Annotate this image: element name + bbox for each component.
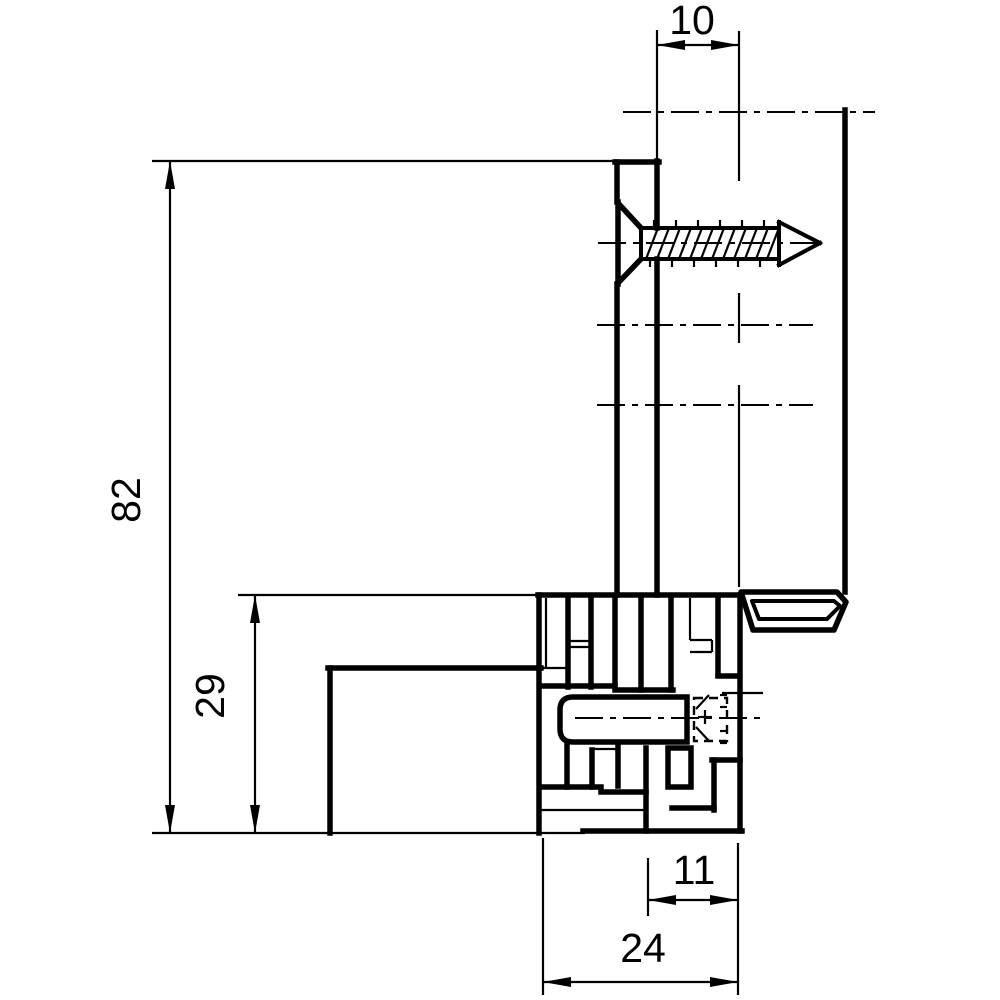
dimension-24: 24 xyxy=(541,838,738,995)
frame-profile xyxy=(612,107,848,598)
dimension-10-label: 10 xyxy=(669,0,715,43)
mounting-screw xyxy=(598,199,823,287)
dimension-82: 82 xyxy=(103,159,620,835)
dimension-29: 29 xyxy=(187,593,540,833)
center-lines xyxy=(597,31,875,587)
dimension-82-label: 82 xyxy=(103,477,149,523)
dimension-24-label: 24 xyxy=(620,925,666,971)
set-screw-hidden xyxy=(692,693,729,745)
dimension-11-label: 11 xyxy=(673,847,716,893)
hinge-body xyxy=(535,592,763,836)
dimension-11: 11 xyxy=(646,843,740,995)
thread-hatching xyxy=(644,220,781,267)
dimension-10: 10 xyxy=(655,0,739,161)
hinge-pin xyxy=(557,694,763,745)
dimension-29-label: 29 xyxy=(187,673,233,719)
door-leaf xyxy=(325,665,544,836)
clip-profile xyxy=(738,589,849,633)
